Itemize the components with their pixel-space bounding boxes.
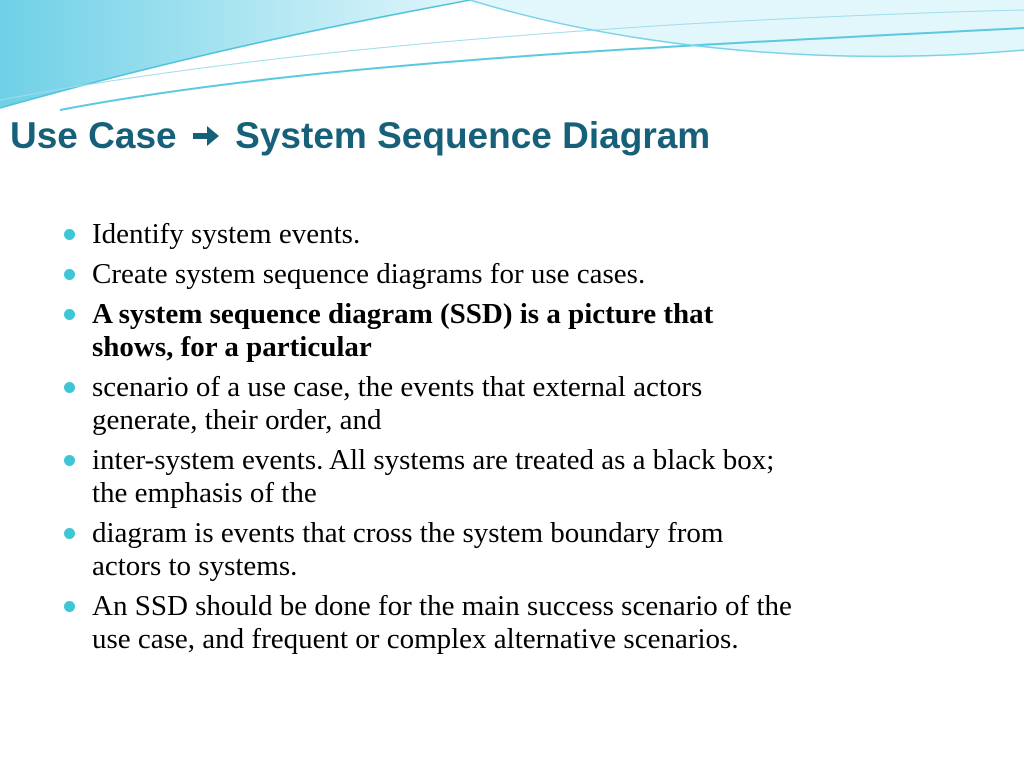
bullet-icon [64, 382, 75, 393]
bullet-icon [64, 601, 75, 612]
list-item: Create system sequence diagrams for use … [64, 258, 994, 291]
bullet-text: diagram is events that cross the system … [92, 517, 724, 549]
list-item: Identify system events. [64, 218, 994, 251]
bullet-text: Create system sequence diagrams for use … [92, 258, 646, 290]
right-arrow-icon [191, 112, 221, 160]
bullet-text: inter-system events. All systems are tre… [92, 444, 775, 476]
bullet-text: An SSD should be done for the main succe… [92, 590, 792, 622]
list-item: A system sequence diagram (SSD) is a pic… [64, 298, 994, 364]
bullet-text: Identify system events. [92, 218, 361, 250]
bullet-icon [64, 269, 75, 280]
list-item: scenario of a use case, the events that … [64, 371, 994, 437]
bullet-text: A system sequence diagram (SSD) is a pic… [92, 298, 714, 330]
bullet-text-continued: actors to systems. [92, 550, 298, 582]
list-item: inter-system events. All systems are tre… [64, 444, 994, 510]
bullet-text: scenario of a use case, the events that … [92, 371, 703, 403]
bullet-icon [64, 455, 75, 466]
bullet-text-continued: generate, their order, and [92, 404, 382, 436]
bullet-text-continued: use case, and frequent or complex altern… [92, 623, 739, 655]
bullet-text-continued: shows, for a particular [92, 331, 372, 363]
title-part-2: System Sequence Diagram [235, 115, 711, 156]
title-part-1: Use Case [10, 115, 177, 156]
header-wave-decoration [0, 0, 1024, 111]
bullet-icon [64, 309, 75, 320]
list-item: An SSD should be done for the main succe… [64, 590, 994, 656]
slide-title: Use Case System Sequence Diagram [10, 112, 710, 160]
bullet-list: Identify system events. Create system se… [64, 218, 994, 663]
bullet-text-continued: the emphasis of the [92, 477, 317, 509]
bullet-icon [64, 229, 75, 240]
bullet-icon [64, 528, 75, 539]
list-item: diagram is events that cross the system … [64, 517, 994, 583]
